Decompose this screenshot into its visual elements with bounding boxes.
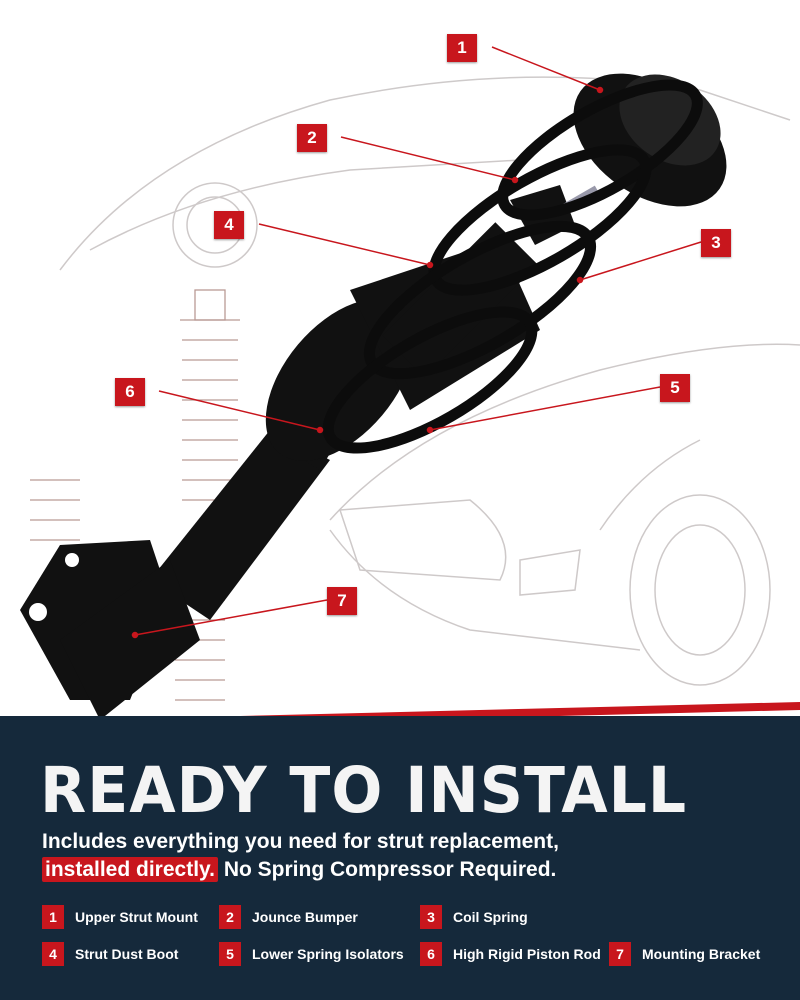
legend-item: 4 Strut Dust Boot — [42, 942, 178, 966]
subtitle-line2: installed directly. No Spring Compressor… — [42, 857, 557, 882]
legend-num: 3 — [420, 905, 442, 929]
legend-label: Upper Strut Mount — [75, 909, 198, 925]
legend-num: 1 — [42, 905, 64, 929]
callout-5: 5 — [660, 374, 690, 402]
callout-2: 2 — [297, 124, 327, 152]
legend-item: 6 High Rigid Piston Rod — [420, 942, 601, 966]
legend-item: 7 Mounting Bracket — [609, 942, 760, 966]
leader-lines — [131, 46, 702, 639]
callout-7: 7 — [327, 587, 357, 615]
legend-num: 2 — [219, 905, 241, 929]
subtitle-line1: Includes everything you need for strut r… — [42, 830, 559, 853]
legend-label: Strut Dust Boot — [75, 946, 179, 962]
legend-label: High Rigid Piston Rod — [453, 946, 601, 962]
legend-item: 1 Upper Strut Mount — [42, 905, 198, 929]
legend-label: Mounting Bracket — [642, 946, 761, 962]
legend-num: 4 — [42, 942, 64, 966]
legend-label: Coil Spring — [453, 909, 528, 925]
legend-num: 5 — [219, 942, 241, 966]
strut-assembly-illustration — [0, 46, 800, 730]
callout-6: 6 — [115, 378, 145, 406]
legend-item: 3 Coil Spring — [420, 905, 528, 929]
legend-label: Lower Spring Isolators — [252, 946, 404, 962]
callout-3: 3 — [701, 229, 731, 257]
legend-item: 5 Lower Spring Isolators — [219, 942, 404, 966]
legend-num: 7 — [609, 942, 631, 966]
callout-4: 4 — [214, 211, 244, 239]
legend-label: Jounce Bumper — [252, 909, 358, 925]
callout-1: 1 — [447, 34, 477, 62]
subtitle-rest: No Spring Compressor Required. — [223, 858, 557, 881]
legend-num: 6 — [420, 942, 442, 966]
subtitle-highlight: installed directly. — [42, 857, 218, 882]
coil-spring — [322, 79, 703, 454]
headline: READY TO INSTALL — [40, 754, 688, 828]
legend-item: 2 Jounce Bumper — [219, 905, 358, 929]
